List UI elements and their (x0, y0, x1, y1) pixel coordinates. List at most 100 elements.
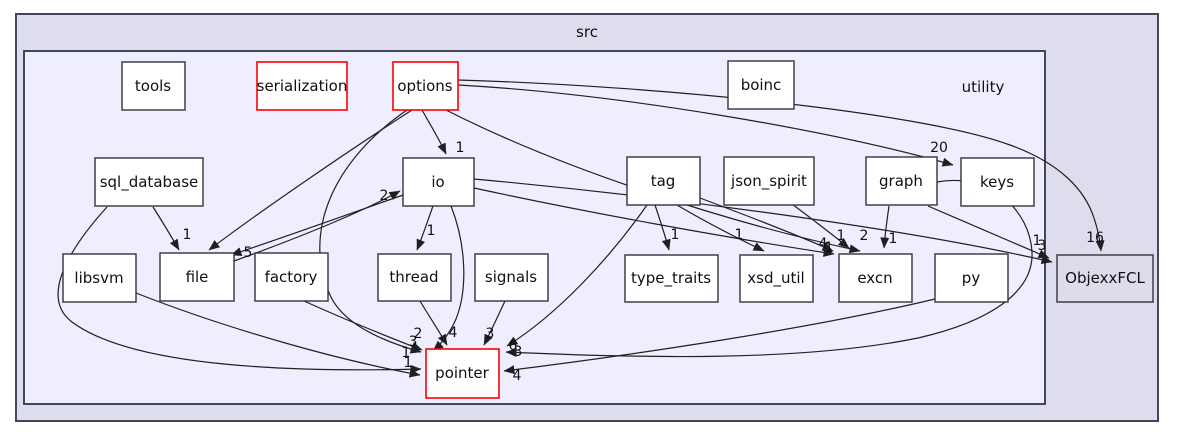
edge-py-pointer (503, 298, 936, 375)
node-box (723, 156, 815, 206)
node-pointer[interactable]: pointer (425, 348, 500, 399)
edge-options-file (208, 109, 413, 251)
edge-json-spirit-excn (791, 203, 850, 249)
edge-count: 4 (449, 325, 458, 341)
edge-graph-objexxfcl (927, 205, 1050, 259)
node-box (425, 348, 500, 399)
node-io[interactable]: io (402, 157, 475, 207)
node-label: file (186, 268, 209, 286)
edge-factory-pointer (303, 300, 423, 351)
edge-count: 4 (819, 236, 828, 252)
node-box (865, 156, 938, 206)
node-label: thread (389, 268, 438, 286)
node-label: options (397, 77, 452, 95)
edge-labels-layer: 1 20 16 2 3 5 2 1 4 1 2 1 1 1 4 3 1 1 1 … (183, 140, 1104, 384)
node-box (256, 61, 348, 111)
node-box (474, 253, 549, 302)
edge-count: 2 (860, 228, 869, 244)
node-box (392, 61, 459, 111)
node-file[interactable]: file (159, 252, 235, 302)
edge-count: 5 (244, 245, 253, 261)
edge-count: 1 (1033, 233, 1042, 249)
edge-thread-pointer (419, 300, 448, 346)
edge-count: 1 (456, 140, 465, 156)
edge-count: 3 (1038, 238, 1047, 254)
node-graph[interactable]: graph (865, 156, 938, 206)
edge-sql-database-file (152, 206, 180, 251)
node-label: libsvm (74, 269, 123, 287)
edge-count: 1 (837, 228, 846, 244)
edge-graph-pointer (505, 179, 1033, 358)
node-objexxfcl[interactable]: ObjexxFCL (1056, 254, 1154, 303)
node-label: signals (485, 268, 537, 286)
edge-count: 3 (486, 326, 495, 342)
edge-count: 3 (514, 344, 523, 360)
node-label: ObjexxFCL (1065, 269, 1145, 287)
node-box (94, 157, 204, 207)
node-label: tools (135, 77, 171, 95)
edge-io-thread (416, 205, 434, 251)
node-box (159, 252, 235, 302)
node-serialization[interactable]: serialization (256, 61, 348, 111)
node-box (934, 253, 1009, 303)
edge-count: 3 (409, 334, 418, 350)
node-label: py (962, 269, 981, 287)
node-keys[interactable]: keys (960, 157, 1035, 207)
edge-libsvm-pointer (135, 292, 421, 378)
node-box (1056, 254, 1154, 303)
node-box (727, 60, 795, 110)
node-label: json_spirit (730, 172, 807, 191)
edge-options-objexxfcl (457, 79, 1105, 252)
node-py[interactable]: py (934, 253, 1009, 303)
edge-count: 1 (183, 227, 192, 243)
node-label: type_traits (631, 269, 711, 288)
edge-io-objexxfcl (473, 178, 1053, 265)
node-label: xsd_util (747, 269, 804, 288)
node-box (960, 157, 1035, 207)
node-box (624, 254, 719, 303)
node-json-spirit[interactable]: json_spirit (723, 156, 815, 206)
edge-tag-type-traits (654, 204, 671, 251)
edge-signals-pointer (483, 300, 506, 346)
node-type-traits[interactable]: type_traits (624, 254, 719, 303)
edge-io-file (230, 194, 404, 256)
src-cluster-label: src (576, 23, 598, 41)
edge-tag-xsd-util (676, 204, 765, 252)
node-tools[interactable]: tools (121, 61, 186, 111)
node-label: serialization (257, 77, 348, 95)
edge-io-excn (473, 187, 835, 257)
edge-count: 16 (1086, 230, 1104, 246)
node-box (254, 252, 329, 302)
node-label: factory (265, 268, 318, 286)
node-boinc[interactable]: boinc (727, 60, 795, 110)
node-box (377, 253, 452, 302)
node-box (121, 61, 186, 111)
edge-count: 1 (735, 227, 744, 243)
edge-graph-excn (880, 205, 890, 249)
node-box (838, 253, 913, 303)
node-tag[interactable]: tag (626, 156, 701, 206)
edge-tag-excn (699, 197, 834, 252)
utility-cluster-label: utility (962, 78, 1005, 96)
edge-options-io (421, 109, 447, 155)
node-box (402, 157, 475, 207)
node-thread[interactable]: thread (377, 253, 452, 302)
node-sql-database[interactable]: sql_database (94, 157, 204, 207)
node-box (739, 254, 814, 303)
node-libsvm[interactable]: libsvm (62, 253, 137, 303)
edge-count: 1 (427, 223, 436, 239)
node-excn[interactable]: excn (838, 253, 913, 303)
node-options[interactable]: options (392, 61, 459, 111)
node-signals[interactable]: signals (474, 253, 549, 302)
node-label: tag (651, 172, 676, 190)
edge-count: 2 (380, 188, 389, 204)
node-label: pointer (435, 364, 489, 382)
edge-count: 20 (930, 140, 948, 156)
node-factory[interactable]: factory (254, 252, 329, 302)
edge-count: 6 (509, 338, 518, 354)
edge-count: 1 (402, 345, 411, 361)
node-xsd-util[interactable]: xsd_util (739, 254, 814, 303)
node-label: io (431, 173, 444, 191)
